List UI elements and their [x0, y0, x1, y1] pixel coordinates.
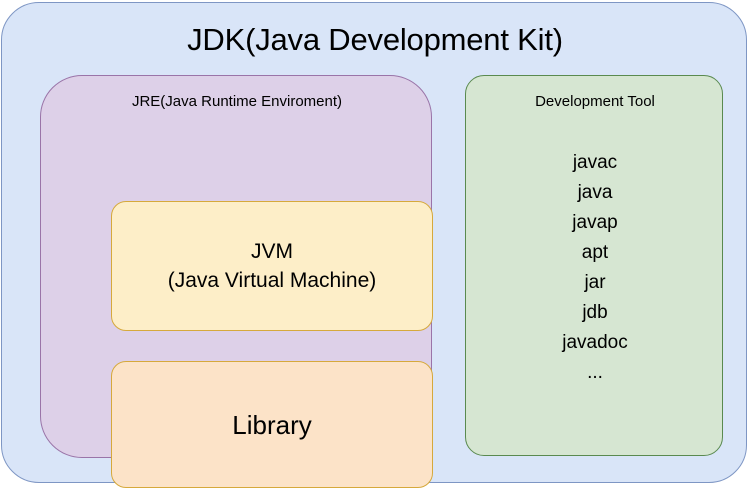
library-label: Library: [232, 409, 312, 440]
list-item: ...: [587, 362, 603, 383]
list-item: jdb: [582, 302, 608, 323]
list-item: javadoc: [562, 332, 628, 353]
jre-title: JRE(Java Runtime Enviroment): [131, 93, 343, 110]
library-box: Library: [111, 361, 433, 488]
list-item: apt: [581, 242, 609, 263]
list-item: javap: [572, 212, 618, 233]
development-tool-container: Development Tool javac java javap apt ja…: [465, 75, 723, 456]
development-tool-list: javac java javap apt jar jdb javadoc ...: [466, 148, 724, 388]
jvm-label-line-1: JVM: [250, 240, 293, 263]
list-item: javac: [572, 152, 618, 173]
jre-container: JRE(Java Runtime Enviroment) JVM (Java V…: [40, 75, 433, 488]
list-item: jar: [584, 272, 606, 293]
development-tool-title: Development Tool: [535, 93, 655, 110]
jvm-box: JVM (Java Virtual Machine): [111, 201, 433, 331]
jvm-label: JVM (Java Virtual Machine): [168, 237, 377, 295]
jvm-label-line-2: (Java Virtual Machine): [167, 269, 377, 292]
list-item: java: [577, 182, 613, 203]
jdk-title: JDK(Java Development Kit): [187, 22, 563, 57]
